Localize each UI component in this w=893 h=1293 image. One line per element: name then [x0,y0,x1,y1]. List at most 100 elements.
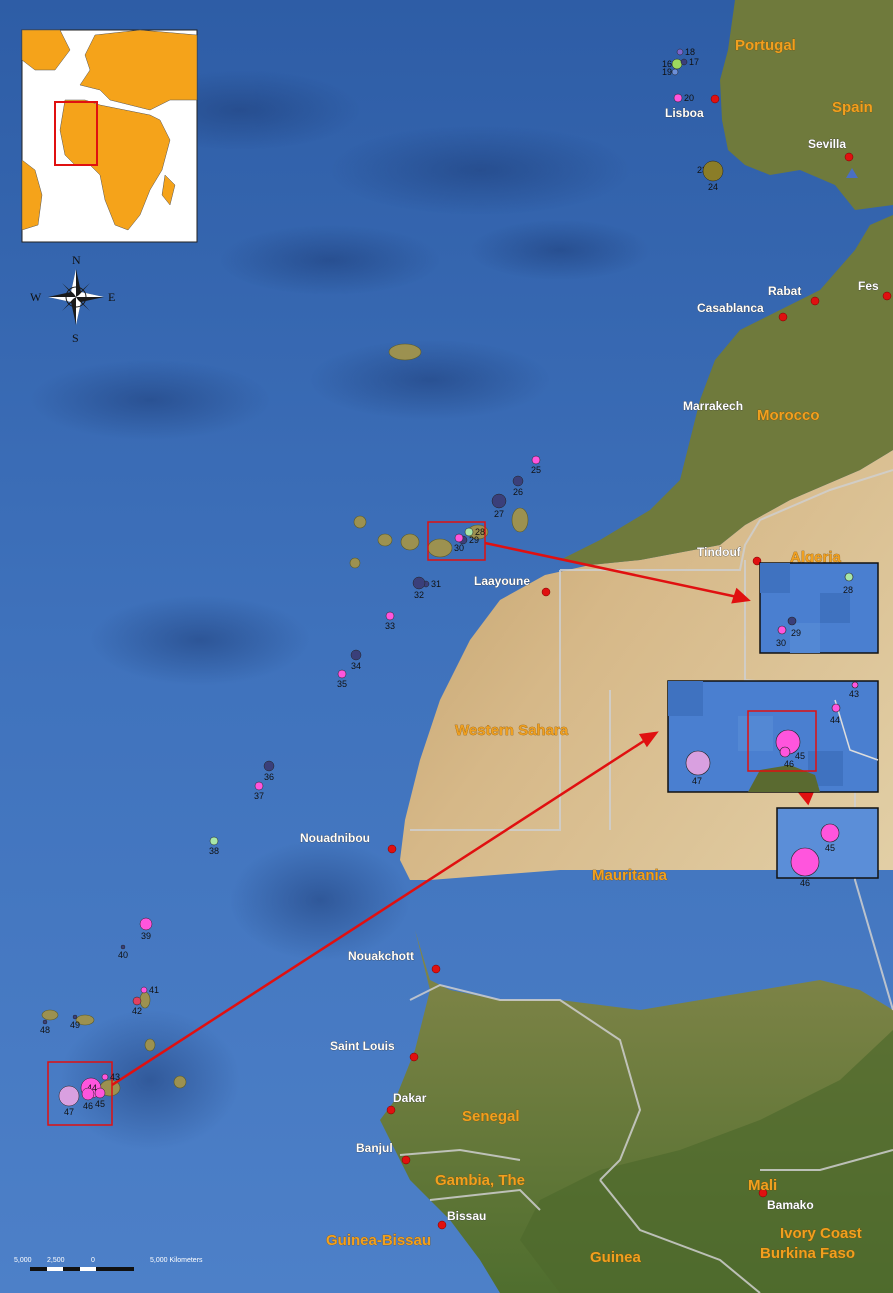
scale-label: 2,500 [47,1257,65,1264]
city-dot-dakar [386,1105,396,1115]
site-marker-17 [680,58,688,66]
site-marker-40 [120,944,126,950]
site-label-23: 23 [697,165,707,175]
city-dot-bamako [758,1188,768,1198]
inset-marker-30 [777,625,787,635]
site-label-28: 28 [475,527,485,537]
morocco-land [560,215,893,565]
city-label: Casablanca [697,301,764,315]
inset-label-43: 43 [849,689,859,699]
site-marker-43 [101,1073,109,1081]
city-label: Tindouf [697,545,742,559]
site-marker-24 [702,160,724,182]
site-label-44: 44 [87,1083,97,1093]
canary-inset-frame [427,521,486,561]
city-label: Bamako [767,1198,814,1212]
site-label-18: 18 [685,47,695,57]
city-labels: Lisboa Sevilla Rabat Casablanca Fes Marr… [300,106,880,1224]
city-dot-fes [882,291,892,301]
city-dot-tindouf [752,556,762,566]
city-label: Rabat [768,284,801,298]
city-dot-bissau [437,1220,447,1230]
site-marker-39 [139,917,153,931]
country-label: Guinea [590,1249,642,1266]
compass-w: W [30,290,42,304]
country-label: Spain [832,99,873,116]
city-label: Banjul [356,1141,393,1155]
scale-label: 0 [91,1257,95,1264]
site-marker-20 [673,93,683,103]
site-marker-37 [254,781,264,791]
site-marker-16 [671,58,683,70]
country-label: Ivory Coast [780,1225,862,1242]
site-marker-36 [263,760,275,772]
city-dot-laayoune [541,587,551,597]
site-label-25: 25 [531,465,541,475]
site-label-36: 36 [264,772,274,782]
scale-bar: 5,000 2,500 0 5,000 Kilometers [14,1257,203,1271]
site-label-43: 43 [110,1072,120,1082]
site-label-47: 47 [64,1107,74,1117]
site-marker-38 [209,836,219,846]
country-label: Burkina Faso [760,1245,855,1262]
site-label-27: 27 [494,509,504,519]
inset-label-29: 29 [791,628,801,638]
country-labels: Portugal Spain Morocco Algeria Western S… [326,37,873,1267]
city-label: Fes [858,279,879,293]
triangle-marker-icon [846,168,858,178]
inset-marker-45 [820,823,840,843]
site-marker-33 [385,611,395,621]
site-marker-45 [94,1087,106,1099]
country-label: Mauritania [592,867,668,884]
inset-label-47: 47 [692,776,702,786]
capeverde-inset-frame [47,1061,113,1126]
city-markers [386,94,892,1230]
city-dot-saint-louis [409,1052,419,1062]
inset-marker-43 [851,681,859,689]
compass-e: E [108,290,115,304]
leader-arrows [111,541,816,1087]
site-label-42: 42 [132,1006,142,1016]
inset-marker-44 [831,703,841,713]
site-label-45: 45 [95,1099,105,1109]
scale-label: 5,000 Kilometers [150,1257,203,1264]
city-dot-sevilla [844,152,854,162]
locator-inset [21,29,198,243]
compass-s: S [72,331,79,345]
site-label-33: 33 [385,621,395,631]
inset-marker-47 [685,750,711,776]
site-label-19: 19 [662,67,672,77]
city-label: Saint Louis [330,1039,395,1053]
country-label: Mali [748,1177,777,1194]
site-label-32: 32 [414,590,424,600]
site-marker-30 [454,533,464,543]
compass-n: N [72,253,81,267]
inset-label-46: 46 [800,878,810,888]
seafloor-relief [30,70,650,1150]
site-marker-47 [58,1085,80,1107]
city-label: Nouadnibou [300,831,370,845]
site-marker-28 [464,527,474,537]
country-label: Senegal [462,1108,520,1125]
site-label-39: 39 [141,931,151,941]
site-marker-19 [671,68,679,76]
country-label: Western Sahara [455,722,569,739]
inset-label-44: 44 [830,715,840,725]
city-label: Marrakech [683,399,743,413]
site-label-49: 49 [70,1020,80,1030]
site-label-16: 16 [662,59,672,69]
site-label-41: 41 [149,985,159,995]
city-dot-banjul [401,1155,411,1165]
inset-label-46: 46 [784,759,794,769]
country-label: Algeria [790,549,842,566]
site-label-38: 38 [209,846,219,856]
site-marker-27 [491,493,507,509]
site-label-35: 35 [337,679,347,689]
country-label: Portugal [735,37,796,54]
site-marker-46 [81,1087,95,1101]
